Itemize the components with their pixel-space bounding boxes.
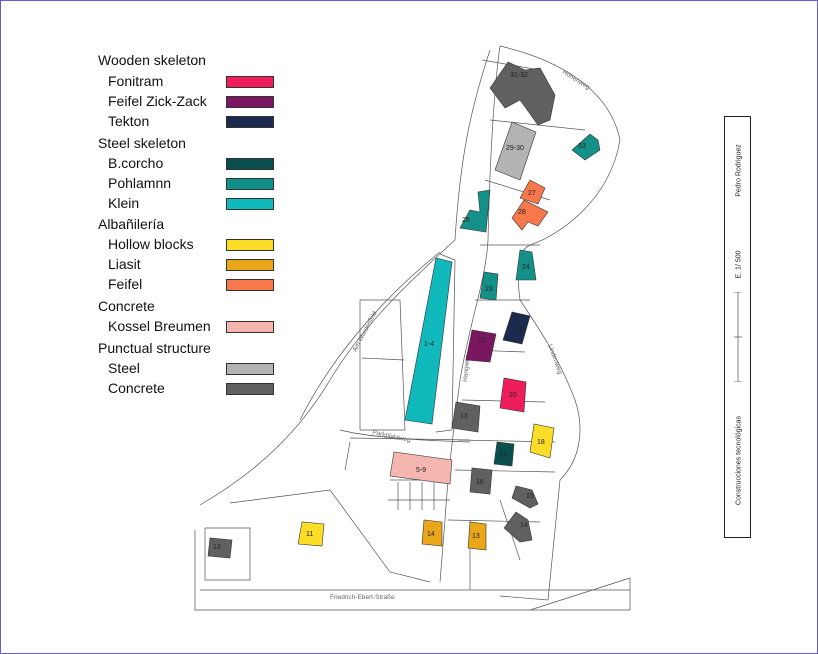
building-33[interactable]: [571, 133, 601, 161]
building-17[interactable]: [493, 441, 515, 467]
building-label: 22: [515, 326, 523, 333]
legend-swatch-bcorcho: [226, 158, 274, 170]
legend-heading-punctual: Punctual structure: [98, 340, 211, 356]
building-label: 11: [306, 531, 313, 538]
legend-label-kossel-breumen: Kossel Breumen: [108, 318, 211, 334]
building-13-north[interactable]: [451, 401, 481, 433]
road-network: [194, 45, 631, 611]
building-label: 24: [522, 264, 530, 271]
legend-swatch-steel: [226, 363, 274, 375]
legend-label-tekton: Tekton: [108, 113, 150, 129]
building-label: 5-9: [416, 467, 426, 474]
cartouche-subject: Construcciones tecnológicas: [735, 415, 743, 506]
building-label: 33: [578, 143, 586, 150]
legend-swatch-kossel-breumen: [226, 321, 274, 333]
building-label: 13: [460, 413, 468, 420]
legend-swatch-pohlamnn: [226, 178, 274, 190]
building-label: 25: [462, 217, 470, 224]
building-18[interactable]: [529, 423, 555, 459]
road-label-hohenweg: Höhenweg: [561, 69, 591, 92]
building-label: 29-30: [506, 145, 524, 152]
legend-heading-wooden: Wooden skeleton: [98, 52, 206, 68]
building-label: 13: [213, 544, 221, 551]
building-5-9[interactable]: [389, 451, 453, 485]
building-label: 23: [485, 286, 493, 293]
building-13-south[interactable]: [467, 521, 487, 551]
title-cartouche: Pedro Rodriguez E. 1/ 500 Construcciones…: [724, 116, 751, 538]
road-label-lindenweg: Lindenweg: [546, 343, 563, 375]
building-label: 14: [427, 531, 435, 538]
legend-label-feifel: Feifel: [108, 276, 143, 292]
building-28[interactable]: [511, 199, 549, 231]
legend-label-hollow-blocks: Hollow blocks: [108, 236, 194, 252]
building-label: 17: [499, 452, 507, 459]
road-label-parkplatzweg: Parkplatzweg: [372, 429, 412, 444]
legend-label-pohlamnn: Pohlamnn: [108, 175, 172, 191]
building-21[interactable]: [465, 329, 497, 363]
legend-swatch-feifel-zick-zack: [226, 96, 274, 108]
building-label: 21: [478, 337, 486, 344]
legend-swatch-feifel: [226, 279, 274, 291]
road-label-friedrich: Friedrich-Ebert-Straße: [330, 594, 395, 601]
legend-label-bcorcho: B.corcho: [108, 155, 164, 171]
building-label: 20: [509, 392, 517, 399]
building-24[interactable]: [515, 249, 537, 281]
legend-swatch-fonitram: [226, 76, 274, 88]
building-label: 27: [528, 190, 536, 197]
legend-swatch-klein: [226, 198, 274, 210]
building-label: 1-4: [424, 341, 434, 348]
building-16[interactable]: [469, 467, 493, 495]
legend-heading-steel: Steel skeleton: [98, 135, 186, 151]
scale-bar: [734, 292, 742, 382]
road-label-am-wurdenfeld: Am Wurdenfeld: [352, 310, 379, 353]
building-31-32[interactable]: [489, 61, 556, 126]
road-label-hangweg: Hangweg: [462, 354, 471, 382]
cartouche-author: Pedro Rodriguez: [735, 144, 743, 197]
building-label: 18: [537, 439, 545, 446]
legend-label-feifel-zick-zack: Feifel Zick-Zack: [108, 93, 207, 109]
building-14-right[interactable]: [503, 511, 533, 543]
building-label: 15: [526, 493, 534, 500]
building-label: 28: [518, 209, 526, 216]
building-14-south[interactable]: [421, 519, 443, 547]
legend-swatch-tekton: [226, 116, 274, 128]
legend-label-klein: Klein: [108, 195, 140, 211]
building-13-west[interactable]: [207, 537, 233, 559]
building-25[interactable]: [459, 189, 491, 233]
building-label: 13: [472, 533, 480, 540]
legend-swatch-hollow-blocks: [226, 239, 274, 251]
legend-label-liasit: Liasit: [108, 256, 141, 272]
legend-heading-albanileria: Albañilería: [98, 216, 165, 232]
legend-heading-concrete: Concrete: [98, 298, 155, 314]
building-label: 14: [520, 522, 528, 529]
legend-swatch-concrete: [226, 383, 274, 395]
building-22[interactable]: [502, 311, 531, 345]
building-20[interactable]: [499, 377, 527, 413]
legend-label-fonitram: Fonitram: [108, 73, 164, 89]
legend-label-concrete: Concrete: [108, 380, 165, 396]
building-23[interactable]: [479, 271, 499, 301]
legend-swatch-liasit: [226, 259, 274, 271]
building-1-4[interactable]: [404, 257, 453, 425]
building-11[interactable]: [297, 521, 325, 547]
building-29-30[interactable]: [494, 121, 537, 181]
building-label: 16: [476, 479, 484, 486]
building-27[interactable]: [519, 179, 546, 205]
legend-label-steel: Steel: [108, 360, 140, 376]
building-label: 31-32: [510, 72, 528, 79]
building-15[interactable]: [511, 485, 539, 509]
